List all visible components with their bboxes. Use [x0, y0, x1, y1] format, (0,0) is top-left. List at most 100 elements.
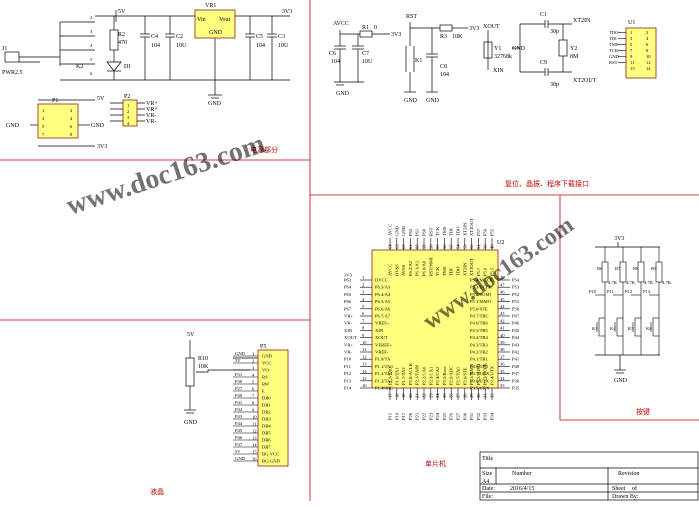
mcu-pin-number: 6 — [362, 311, 365, 316]
key-resistor-ref: R6 — [597, 266, 603, 271]
mcu-pin-name: P4.7/TBC — [470, 314, 489, 319]
section-title-power: 电源部分 — [250, 145, 278, 154]
mcu-net-label: XIN — [344, 328, 353, 333]
mcu-pin-name: P6.2/A2 — [408, 260, 413, 276]
mcu-pin-name: P2.0/ACLK — [408, 362, 413, 385]
title-block-title: Title — [482, 456, 493, 462]
key-switch-ref: K3 — [592, 326, 598, 331]
jtag-pin-number: 3 — [630, 36, 633, 41]
jtag-pin-number: 9 — [630, 54, 633, 59]
key-switch-ref: K4 — [610, 326, 616, 331]
mcu-net-label: AVCC — [388, 224, 393, 236]
mcu-pin-number: 46 — [500, 290, 505, 295]
key-switch-ref: K5 — [628, 326, 634, 331]
power-switch-pin: 2 — [90, 15, 93, 20]
mcu-net-label: P31 — [469, 412, 474, 420]
lcd-pin-name: RS — [262, 375, 268, 380]
mcu-pin-number: 31 — [483, 393, 488, 398]
mcu-pin-name: P3.0/STE — [462, 367, 467, 385]
reset-c6-ref: C6 — [329, 51, 336, 57]
mcu-pin-number: 35 — [500, 369, 505, 374]
mcu-pin-name: AVCC — [388, 264, 393, 276]
mcu-pin-number: 32 — [490, 393, 495, 398]
mcu-pin-number: 34 — [500, 376, 505, 381]
jtag-signal-label: TMS — [609, 42, 619, 47]
mcu-pin-number: 40 — [500, 333, 505, 338]
gnd-label: GND — [336, 91, 350, 97]
reset-c7-value: 10U — [362, 59, 373, 65]
header-pin: 4 — [127, 121, 130, 126]
mcu-net-label: P24 — [435, 412, 440, 420]
gnd-label: GND — [614, 378, 628, 384]
vr-pin-vout: Vout — [219, 17, 231, 23]
mcu-net-label: P33 — [483, 412, 488, 420]
mcu-u2-body — [371, 249, 499, 389]
lcd-net-label: P47 — [235, 442, 243, 447]
jtag-pin-number: 10 — [646, 54, 651, 59]
mcu-pin-number: 7 — [362, 318, 365, 323]
power-cap-ref: C4 — [151, 34, 158, 40]
mcu-pin-number: 26 — [449, 393, 454, 398]
crystal-c9-value: 30p — [550, 82, 559, 88]
crystal-c1-value: 30p — [550, 29, 559, 35]
jtag-pin-number: 4 — [646, 36, 649, 41]
title-block-date: 2016/4/15 — [510, 486, 534, 492]
lcd-net-label: P30 — [235, 379, 243, 384]
mcu-pins: DVCC1P63P6.3/A32P64P6.4/A43P65P6.5/A54P6… — [344, 218, 520, 420]
lcd-pin-number: 13 — [252, 436, 257, 441]
key-resistor-value: 4.7K — [626, 280, 636, 285]
mcu-net-label: P46 — [512, 321, 520, 326]
mcu-net-label: P67 — [344, 306, 352, 311]
reset-c6-value: 104 — [331, 59, 340, 65]
mcu-pin-name: P5.5 — [490, 267, 495, 276]
lcd-pin-name: VCC — [262, 361, 271, 366]
mcu-net-label: VR+ — [344, 342, 353, 347]
mcu-net-label: P35 — [512, 386, 520, 391]
mcu-pin-name: P5.4/MCLK — [470, 278, 494, 283]
lcd-pin-name: DB3 — [262, 417, 271, 422]
key-resistor-ref: R9 — [651, 266, 657, 271]
mcu-pin-name: P4.1/TB1 — [470, 357, 488, 362]
mcu-pin-number: 1 — [362, 275, 365, 280]
lcd-net-label: P45 — [235, 428, 243, 433]
section-title-mcu: 单片机 — [425, 459, 446, 468]
mcu-pin-number: 12 — [362, 354, 367, 359]
jtag-signal-label: GND — [609, 54, 620, 59]
mcu-net-label: P27 — [456, 412, 461, 420]
reset-c8-value: 104 — [440, 72, 449, 78]
mcu-net-label: P11 — [344, 364, 352, 369]
mcu-ref: U2 — [497, 240, 504, 246]
mcu-pin-name: P1.6/TA1 — [394, 367, 399, 385]
mcu-pin-name: TDO — [456, 266, 461, 276]
mcu-pin-number: 5 — [362, 304, 365, 309]
vr-pin-gnd: GND — [209, 30, 223, 36]
power-cap-value: 10U — [278, 43, 289, 49]
mcu-pin-number: 39 — [500, 340, 505, 345]
mcu-pin-name: AVSS — [401, 264, 406, 276]
lcd-pin-name: BG-GND — [262, 459, 281, 464]
lcd-pin-name: DB1 — [262, 403, 271, 408]
mcu-pin-number: 21 — [415, 393, 420, 398]
jtag-signal-label: TDI — [609, 36, 617, 41]
header-pin: 1 — [42, 108, 45, 113]
mcu-net-label: P66 — [344, 299, 352, 304]
mcu-net-label: P56 — [483, 228, 488, 236]
mcu-pin-name: P2.6/ADC — [449, 366, 454, 385]
key-resistor-value: 4.7K — [644, 280, 654, 285]
mcu-net-label: P53 — [512, 285, 520, 290]
mcu-pin-name: XT2IN — [462, 262, 467, 276]
mcu-pin-number: 49 — [490, 244, 495, 249]
mcu-pin-number: 15 — [362, 376, 367, 381]
lcd-net-label: GND — [235, 456, 246, 461]
lcd-pin-number: 5 — [252, 380, 255, 385]
jtag-pin-number: 11 — [630, 60, 635, 65]
jtag-u1-body — [625, 27, 657, 79]
mcu-pin-name: P3.4/UTX — [490, 365, 495, 385]
mcu-pin-number: 41 — [500, 326, 505, 331]
mcu-pin-number: 8 — [362, 326, 365, 331]
mcu-pin-number: 58 — [428, 244, 433, 249]
power-cap-ref: C3 — [278, 34, 285, 40]
title-block-frame — [479, 451, 699, 501]
mcu-pin-number: 17 — [388, 393, 393, 398]
